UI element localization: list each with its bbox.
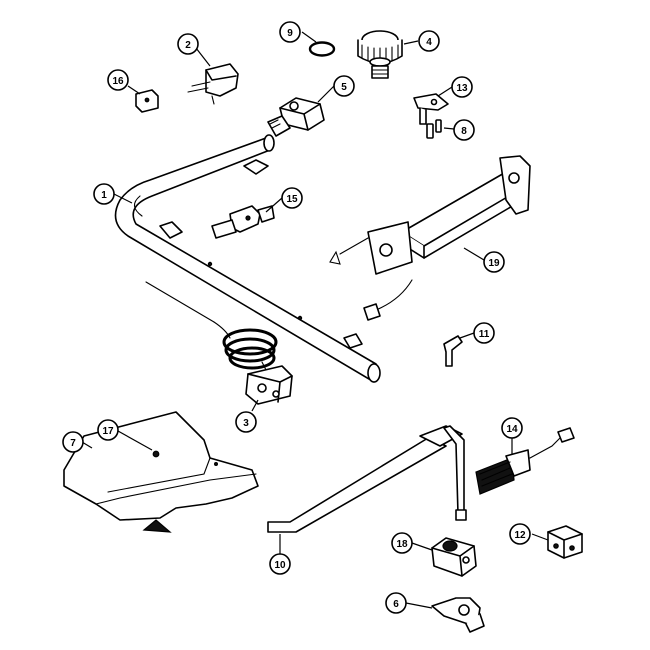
part-12-block xyxy=(547,525,583,559)
callout-1: 1 xyxy=(93,183,115,205)
part-9-o-ring xyxy=(308,41,336,57)
svg-text:12: 12 xyxy=(514,530,526,541)
svg-text:4: 4 xyxy=(426,37,432,48)
callout-10: 10 xyxy=(269,553,291,575)
svg-text:13: 13 xyxy=(456,83,468,94)
callout-3: 3 xyxy=(235,411,257,433)
callout-4: 4 xyxy=(418,30,440,52)
svg-text:2: 2 xyxy=(185,40,191,51)
part-6-bracket xyxy=(431,597,485,633)
part-11-tube xyxy=(443,335,463,367)
callout-14: 14 xyxy=(501,417,523,439)
part-14-igniter xyxy=(475,427,575,495)
part-1-manifold-pipe xyxy=(114,134,381,383)
callout-2: 2 xyxy=(177,33,199,55)
callout-18: 18 xyxy=(391,532,413,554)
callout-9: 9 xyxy=(279,21,301,43)
part-13-bracket xyxy=(413,93,449,125)
svg-text:7: 7 xyxy=(70,438,76,449)
part-19-bracket xyxy=(329,155,531,321)
svg-text:8: 8 xyxy=(461,126,467,137)
svg-text:10: 10 xyxy=(274,560,286,571)
svg-text:15: 15 xyxy=(286,194,298,205)
callout-17: 17 xyxy=(97,419,119,441)
part-3-thermostat xyxy=(145,281,293,405)
callout-15: 15 xyxy=(281,187,303,209)
part-4-burner-cap xyxy=(357,30,403,79)
svg-text:5: 5 xyxy=(341,82,347,93)
callout-16: 16 xyxy=(107,69,129,91)
callout-19: 19 xyxy=(483,251,505,273)
part-16-clip xyxy=(135,89,159,113)
part-2-bracket xyxy=(187,63,239,105)
part-18-burner-head xyxy=(431,537,477,577)
callout-7: 7 xyxy=(62,431,84,453)
leader-lines xyxy=(81,31,549,609)
part-10-support-strap xyxy=(267,425,467,533)
callout-13: 13 xyxy=(451,76,473,98)
svg-text:6: 6 xyxy=(393,599,399,610)
callout-5: 5 xyxy=(333,75,355,97)
callout-11: 11 xyxy=(473,322,495,344)
svg-text:11: 11 xyxy=(479,329,490,340)
part-15-fitting xyxy=(211,205,275,239)
svg-text:3: 3 xyxy=(243,418,249,429)
callout-8: 8 xyxy=(453,119,475,141)
svg-text:16: 16 xyxy=(112,76,124,87)
part-8-screw xyxy=(426,119,442,139)
svg-text:14: 14 xyxy=(506,424,518,435)
svg-text:19: 19 xyxy=(488,258,500,269)
svg-text:17: 17 xyxy=(102,426,114,437)
callout-12: 12 xyxy=(509,523,531,545)
part-7-shield-plate xyxy=(63,411,259,533)
svg-text:9: 9 xyxy=(287,28,293,39)
svg-text:18: 18 xyxy=(396,539,408,550)
part-5-valve xyxy=(267,97,325,137)
svg-text:1: 1 xyxy=(101,190,107,201)
callout-6: 6 xyxy=(385,592,407,614)
